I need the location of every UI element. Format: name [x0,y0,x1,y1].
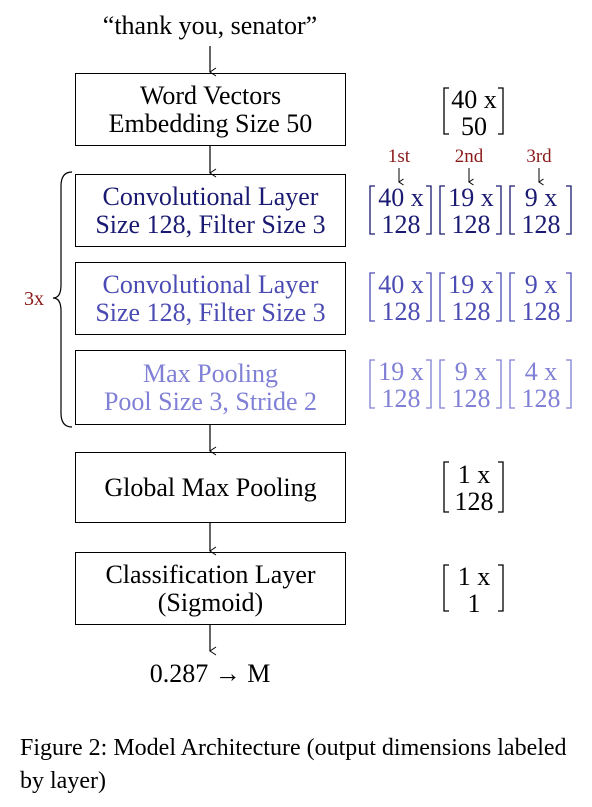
conv-layer-1-title: Convolutional Layer [102,181,319,211]
dims-maxpool-2nd-top: 9 x [454,357,488,386]
input-text: “thank you, senator” [102,11,318,40]
global-max-pooling-title: Global Max Pooling [104,472,317,502]
dims-classification: 1 x 1 [448,563,500,617]
dims-conv2-3rd-top: 9 x [524,270,558,299]
dims-maxpool-2nd: 9 x 128 [444,358,498,412]
ordinal-1st: 1st [387,146,411,167]
word-vectors-detail: Embedding Size 50 [108,108,313,138]
ordinal-arrows [398,168,544,186]
dims-conv1-2nd-top: 19 x [448,183,494,212]
conv-layer-2-detail: Size 128, Filter Size 3 [95,297,326,327]
matrix-brackets [369,87,572,612]
global-max-pooling-box: Global Max Pooling [75,452,346,523]
word-vectors-box: Word Vectors Embedding Size 50 [75,73,346,146]
dims-conv2-3rd: 9 x 128 [514,271,568,325]
conv-layer-1-box: Convolutional Layer Size 128, Filter Siz… [75,174,346,247]
output-text: 0.287 → M [149,659,271,688]
dims-conv1-1st: 40 x 128 [374,184,428,238]
dims-conv2-2nd-top: 19 x [448,270,494,299]
ordinal-2nd: 2nd [454,146,484,167]
repeat-label: 3x [24,288,44,310]
dims-maxpool-1st: 19 x 128 [374,358,428,412]
classification-layer-title: Classification Layer [105,559,316,589]
dims-maxpool-3rd-top: 4 x [524,357,558,386]
word-vectors-title: Word Vectors [139,80,282,110]
dims-conv1-3rd: 9 x 128 [514,184,568,238]
classification-layer-detail: (Sigmoid) [157,587,264,617]
repeat-brace [52,171,73,428]
dims-conv1-1st-bottom: 128 [381,210,421,239]
dims-maxpool-3rd: 4 x 128 [514,358,568,412]
max-pooling-detail: Pool Size 3, Stride 2 [103,386,318,416]
dims-conv2-3rd-bottom: 128 [521,297,561,326]
dims-conv1-3rd-bottom: 128 [521,210,561,239]
dims-classification-top: 1 x [457,562,491,591]
dims-conv2-1st: 40 x 128 [374,271,428,325]
dims-word-vectors-top: 40 x [451,85,497,114]
dims-word-vectors-bottom: 50 [461,112,487,141]
dims-global-max: 1 x 128 [448,461,500,515]
max-pooling-box: Max Pooling Pool Size 3, Stride 2 [75,350,346,425]
dims-global-max-bottom: 128 [454,487,494,516]
classification-layer-box: Classification Layer (Sigmoid) [75,552,346,625]
dims-conv2-2nd: 19 x 128 [444,271,498,325]
dims-conv2-2nd-bottom: 128 [451,297,491,326]
conv-layer-1-detail: Size 128, Filter Size 3 [95,209,326,239]
dims-conv1-3rd-top: 9 x [524,183,558,212]
dims-maxpool-2nd-bottom: 128 [451,384,491,413]
dims-maxpool-3rd-bottom: 128 [521,384,561,413]
max-pooling-title: Max Pooling [142,358,279,388]
dims-conv2-1st-bottom: 128 [381,297,421,326]
figure-caption: Figure 2: Model Architecture (output dim… [20,735,567,794]
dims-global-max-top: 1 x [457,460,491,489]
dims-classification-bottom: 1 [467,589,481,618]
conv-layer-2-box: Convolutional Layer Size 128, Filter Siz… [75,262,346,335]
conv-layer-2-title: Convolutional Layer [102,269,319,299]
dims-word-vectors: 40 x 50 [448,86,500,140]
dims-conv2-1st-top: 40 x [378,270,424,299]
dims-maxpool-1st-bottom: 128 [381,384,421,413]
dims-conv1-2nd: 19 x 128 [444,184,498,238]
dims-conv1-1st-top: 40 x [378,183,424,212]
dims-maxpool-1st-top: 19 x [378,357,424,386]
ordinal-3rd: 3rd [526,146,552,167]
dims-conv1-2nd-bottom: 128 [451,210,491,239]
